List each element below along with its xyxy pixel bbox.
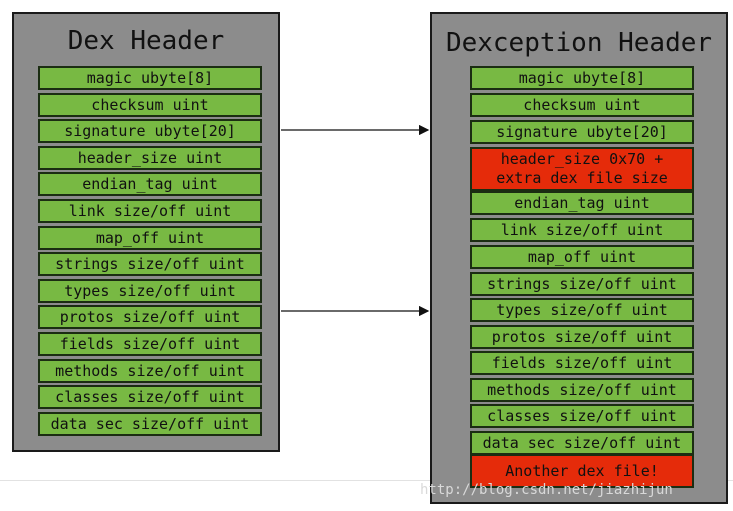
dex-header-title: Dex Header xyxy=(67,26,225,56)
dexception-field: magic ubyte[8] xyxy=(470,66,694,90)
dex-field: checksum uint xyxy=(38,92,262,117)
dex-field: protos size/off uint xyxy=(38,305,262,330)
dex-field: header_size uint xyxy=(38,145,262,170)
watermark-text: http://blog.csdn.net/jiazhijun xyxy=(420,482,673,498)
dexception-modified-field: Another dex file! xyxy=(470,454,694,488)
dex-field: strings size/off uint xyxy=(38,252,262,277)
dexception-field: map_off uint xyxy=(470,245,694,269)
dexception-field: protos size/off uint xyxy=(470,325,694,349)
dexception-field: fields size/off uint xyxy=(470,351,694,375)
dexception-field: signature ubyte[20] xyxy=(470,120,694,144)
dexception-field: classes size/off uint xyxy=(470,404,694,428)
dex-field: link size/off uint xyxy=(38,199,262,223)
dexception-field: strings size/off uint xyxy=(470,272,694,296)
dex-field: types size/off uint xyxy=(38,278,262,303)
dexception-field: endian_tag uint xyxy=(470,191,694,215)
dex-field: fields size/off uint xyxy=(38,332,262,356)
dex-field: endian_tag uint xyxy=(38,172,262,197)
dexception-field: checksum uint xyxy=(470,93,694,117)
dex-field: methods size/off uint xyxy=(38,358,262,383)
dexception-field: data sec size/off uint xyxy=(470,431,694,455)
dexception-field: link size/off uint xyxy=(470,218,694,242)
dexception-header-panel: Dexception Header magic ubyte[8] checksum… xyxy=(430,12,728,504)
dexception-header-title: Dexception Header xyxy=(445,28,713,58)
dex-field: map_off uint xyxy=(38,225,262,250)
dex-field: signature ubyte[20] xyxy=(38,119,262,144)
divider-line xyxy=(0,480,733,481)
dex-field: classes size/off uint xyxy=(38,385,262,410)
dex-field: magic ubyte[8] xyxy=(38,66,262,90)
dexception-field: types size/off uint xyxy=(470,298,694,322)
dex-field: data sec size/off uint xyxy=(38,411,262,436)
dexception-field: methods size/off uint xyxy=(470,378,694,402)
dexception-modified-field: header_size 0x70 + extra dex file size xyxy=(470,147,694,191)
